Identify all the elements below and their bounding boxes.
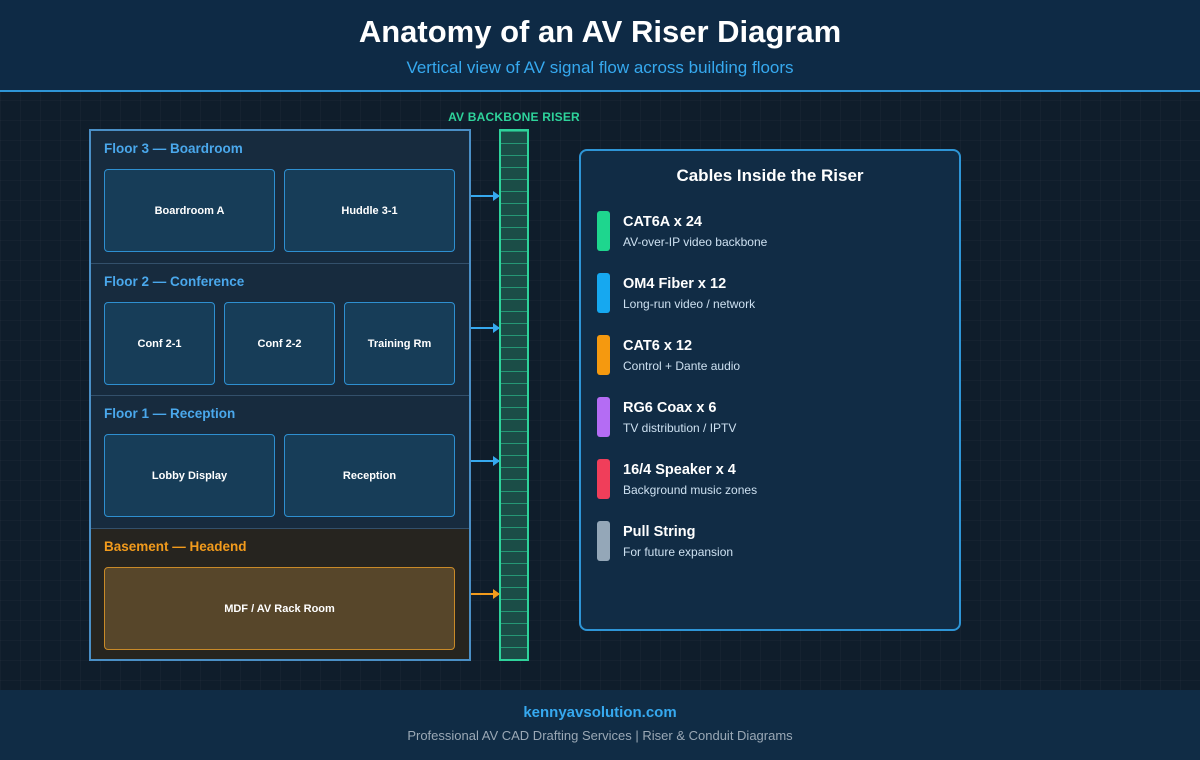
- room-conf-2-1: Conf 2-1: [104, 302, 215, 385]
- page-title: Anatomy of an AV Riser Diagram: [358, 14, 842, 49]
- cable-desc: For future expansion: [623, 545, 734, 559]
- cable-item: Pull String For future expansion: [597, 521, 937, 563]
- cable-item: 16/4 Speaker x 4 Background music zones: [597, 459, 937, 501]
- floor-label: Basement — Headend: [104, 539, 247, 554]
- room-lobby-display: Lobby Display: [104, 434, 275, 517]
- room-mdf-rack: MDF / AV Rack Room: [104, 567, 455, 650]
- cable-color-swatch: [597, 335, 610, 375]
- room-boardroom-a: Boardroom A: [104, 169, 275, 252]
- floor-3: Floor 3 — Boardroom Boardroom A Huddle 3…: [91, 131, 469, 264]
- cable-name: Pull String: [623, 524, 696, 540]
- cable-name: CAT6 x 12: [623, 338, 693, 354]
- cable-color-swatch: [597, 397, 610, 437]
- floor-label: Floor 1 — Reception: [104, 406, 236, 421]
- cable-item: CAT6A x 24 AV-over-IP video backbone: [597, 211, 937, 253]
- arrow-floor-3: [471, 191, 500, 201]
- cable-desc: Background music zones: [623, 483, 758, 497]
- footer-tagline: Professional AV CAD Drafting Services | …: [407, 728, 793, 743]
- cable-color-swatch: [597, 273, 610, 313]
- room-conf-2-2: Conf 2-2: [224, 302, 335, 385]
- cable-desc: Control + Dante audio: [623, 359, 741, 373]
- cable-item: CAT6 x 12 Control + Dante audio: [597, 335, 937, 377]
- cable-desc: Long-run video / network: [623, 297, 756, 311]
- cable-desc: AV-over-IP video backbone: [623, 235, 768, 249]
- floor-2: Floor 2 — Conference Conf 2-1 Conf 2-2 T…: [91, 264, 469, 396]
- cable-name: CAT6A x 24: [623, 214, 702, 230]
- av-backbone-riser: [499, 129, 529, 661]
- room-reception: Reception: [284, 434, 455, 517]
- arrow-floor-2: [471, 323, 500, 333]
- cables-panel: Cables Inside the Riser CAT6A x 24 AV-ov…: [579, 149, 961, 631]
- room-huddle-3-1: Huddle 3-1: [284, 169, 455, 252]
- cable-color-swatch: [597, 521, 610, 561]
- cable-name: OM4 Fiber x 12: [623, 276, 727, 292]
- riser-label: AV BACKBONE RISER: [448, 110, 580, 124]
- footer-site-link[interactable]: kennyavsolution.com: [523, 704, 677, 721]
- page-subtitle: Vertical view of AV signal flow across b…: [406, 58, 794, 77]
- cable-desc: TV distribution / IPTV: [623, 421, 737, 435]
- cable-name: 16/4 Speaker x 4: [623, 462, 736, 478]
- footer: kennyavsolution.com Professional AV CAD …: [0, 690, 1200, 760]
- header: Anatomy of an AV Riser Diagram Vertical …: [0, 0, 1200, 92]
- room-training: Training Rm: [344, 302, 455, 385]
- building-elevation: Floor 3 — Boardroom Boardroom A Huddle 3…: [89, 129, 471, 661]
- cable-name: RG6 Coax x 6: [623, 400, 717, 416]
- cable-item: RG6 Coax x 6 TV distribution / IPTV: [597, 397, 937, 439]
- cable-item: OM4 Fiber x 12 Long-run video / network: [597, 273, 937, 315]
- floor-1: Floor 1 — Reception Lobby Display Recept…: [91, 396, 469, 529]
- cables-title: Cables Inside the Riser: [676, 166, 864, 185]
- arrow-basement: [471, 589, 500, 599]
- cable-color-swatch: [597, 211, 610, 251]
- floor-label: Floor 2 — Conference: [104, 274, 245, 289]
- floor-label: Floor 3 — Boardroom: [104, 141, 243, 156]
- floor-basement: Basement — Headend MDF / AV Rack Room: [91, 529, 469, 659]
- cable-color-swatch: [597, 459, 610, 499]
- arrow-floor-1: [471, 456, 500, 466]
